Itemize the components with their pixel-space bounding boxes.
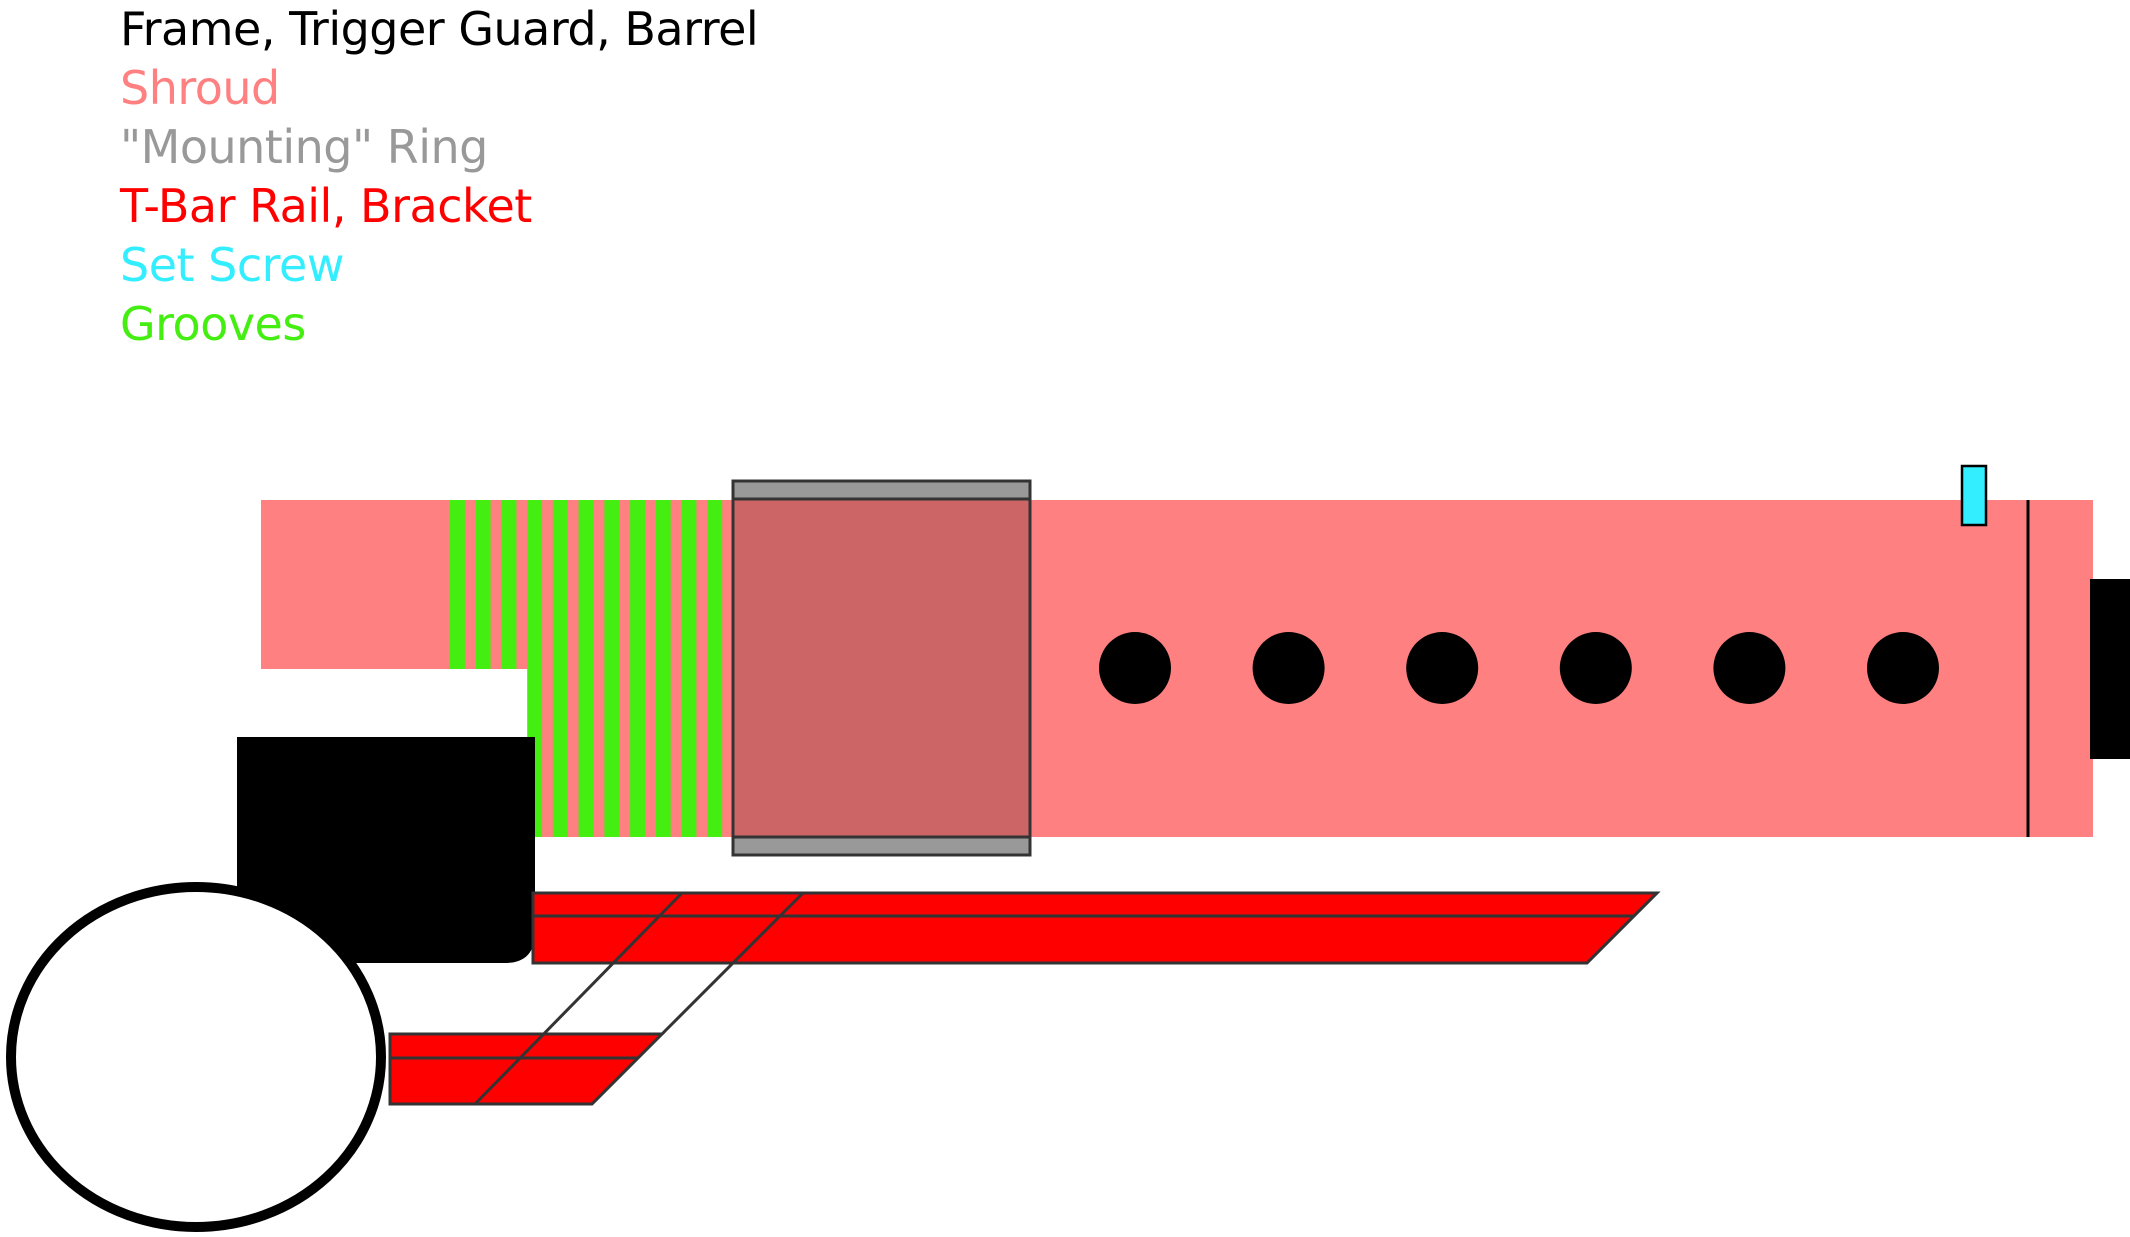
groove	[655, 500, 671, 837]
legend-item-shroud: Shroud	[120, 61, 280, 115]
shroud-rear-extension	[261, 500, 541, 669]
shroud-port	[1406, 632, 1479, 704]
shroud-ports	[1099, 632, 1939, 704]
bracket	[388, 1032, 666, 1106]
mounting-ring	[731, 479, 1032, 857]
trigger-guard	[6, 882, 386, 1232]
legend-item-mounting-ring: "Mounting" Ring	[120, 120, 488, 174]
mounting-ring-bottom-edge	[731, 835, 1032, 857]
shroud-port	[1559, 632, 1632, 704]
groove	[681, 500, 697, 837]
shroud-port	[1867, 632, 1939, 704]
connector-line-1	[473, 891, 684, 1106]
frame	[237, 737, 535, 963]
groove	[578, 500, 594, 837]
groove	[552, 500, 568, 837]
groove	[707, 500, 723, 837]
groove	[475, 500, 491, 669]
barrel-muzzle	[2090, 579, 2130, 759]
shroud-port	[1252, 632, 1325, 704]
connector-line-2	[660, 891, 805, 1036]
shroud-port	[1713, 632, 1786, 704]
grooves	[450, 500, 723, 837]
legend-item-frame: Frame, Trigger Guard, Barrel	[120, 2, 759, 56]
set-screw	[1960, 464, 1988, 527]
groove	[630, 500, 645, 837]
legend: Frame, Trigger Guard, Barrel Shroud "Mou…	[120, 0, 759, 354]
legend-item-set-screw: Set Screw	[120, 238, 344, 292]
legend-item-grooves: Grooves	[120, 297, 306, 351]
groove	[450, 500, 465, 669]
groove	[604, 500, 620, 837]
shroud-port	[1099, 632, 1171, 704]
mounting-ring-top-edge	[731, 479, 1032, 501]
groove	[501, 500, 517, 669]
t-bar-rail	[531, 891, 1661, 965]
legend-item-t-bar-rail: T-Bar Rail, Bracket	[120, 179, 532, 233]
